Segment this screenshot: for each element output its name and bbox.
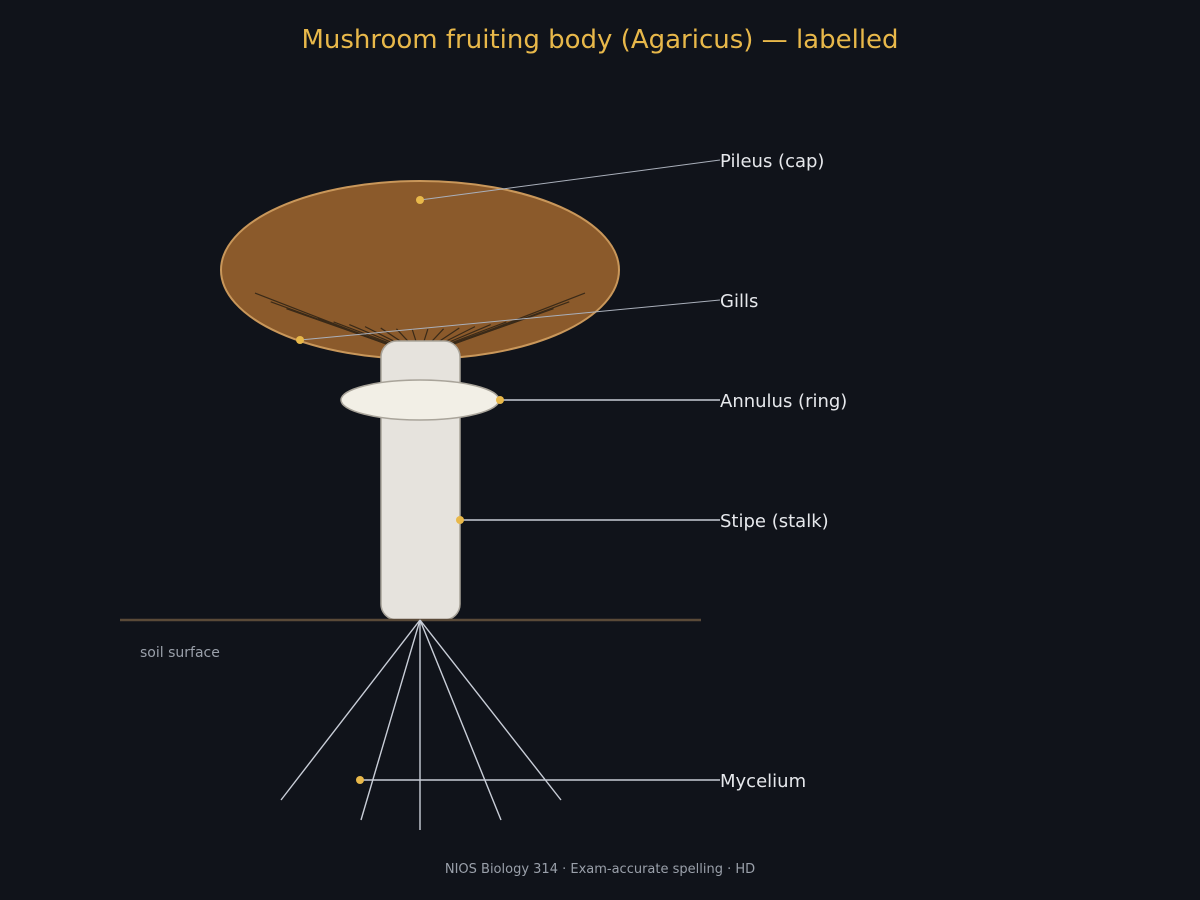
footer-caption: NIOS Biology 314 · Exam-accurate spellin… [445,862,755,877]
gills-label: Gills [720,291,758,312]
gill-line [432,292,586,353]
gills-leader-line [299,299,721,341]
pileus-label: Pileus (cap) [720,151,824,172]
hypha-line [360,619,421,821]
pileus-leader-line [419,159,721,201]
mycelium-hyphae [280,619,562,830]
pileus-cap-shape [220,180,620,360]
annulus-ring-shape [340,379,500,421]
mycelium-label: Mycelium [720,771,806,792]
annulus-marker-dot [496,396,504,404]
hypha-line [280,619,421,801]
mycelium-marker-dot [356,776,364,784]
pileus-marker-dot [416,196,424,204]
stipe-label: Stipe (stalk) [720,511,829,532]
annulus-label: Annulus (ring) [720,391,847,412]
diagram-title: Mushroom fruiting body (Agaricus) — labe… [301,25,898,55]
hypha-line [419,619,502,821]
gills-marker-dot [296,336,304,344]
soil-surface-note: soil surface [140,645,220,661]
stipe-marker-dot [456,516,464,524]
hypha-line [419,619,562,801]
